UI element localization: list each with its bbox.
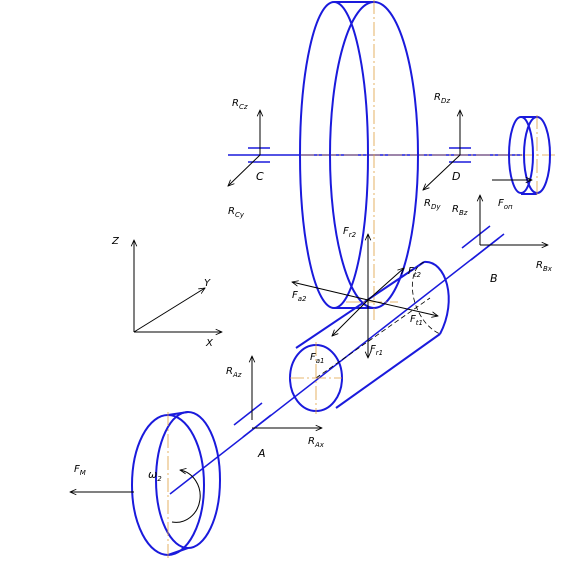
bearing-a [233,402,272,438]
vector-rcy [228,154,261,186]
y-axis [133,288,205,333]
label-fa2: Fa2 [292,290,307,303]
input-pulley-edges [167,411,189,556]
input-pulley [131,411,221,560]
label-rcz: RCz [232,98,248,111]
bearing-c [248,147,270,163]
label-raz: RAz [226,366,242,379]
label-omega: ω2 [148,468,162,483]
label-fr2: Fr2 [343,226,357,239]
vector-ft1 [332,299,369,336]
point-labels: C D B A [256,170,498,460]
input-pulley-front-face [155,411,221,549]
driven-gear-wheel [299,0,419,320]
input-shaft [169,225,505,495]
label-fr1: Fr1 [370,344,383,357]
pinion-right-face [423,260,450,335]
force-labels: RCz RCy RDz RDy Fоп RBz RBx Fr2 Fa2 Ft2 … [74,92,553,483]
force-vectors [70,110,548,492]
label-c: C [256,170,264,183]
label-d: D [452,170,460,183]
label-b: B [490,272,498,285]
pinion-axis-hidden [315,297,431,379]
label-rbz: RBz [452,204,468,217]
label-rcy: RCy [228,206,245,219]
coordinate-frame: Z Y X [111,236,222,349]
vector-ft2 [367,268,404,301]
label-ft2: Ft2 [408,266,422,279]
pinion-top-edge [295,261,425,349]
label-fon: Fоп [498,198,513,211]
label-rdz: RDz [434,92,450,105]
label-x: X [205,338,214,349]
pulley-back-face [508,116,534,194]
bearing-b [461,225,500,261]
pinion-bottom-edge [335,333,441,409]
pinion-cylinder [289,260,450,414]
label-rbx: RBx [536,260,553,273]
vector-rdy [423,154,461,190]
label-rax: RAx [308,436,325,449]
vector-fa2 [292,282,369,301]
label-ft1: Ft1 [410,314,423,327]
label-fa1: Fa1 [310,352,325,365]
label-rdy: RDy [424,198,441,211]
label-a: A [257,447,266,460]
label-fm: FM [74,464,86,477]
output-shaft [228,147,555,163]
label-z: Z [111,236,120,247]
rotation-arrow [171,470,201,523]
input-shaft-line [169,233,505,495]
gear-back-face [299,1,369,309]
output-pulley [508,115,551,196]
pinion-right-face-hidden [411,261,441,335]
label-y: Y [204,278,211,289]
vector-fa1 [367,299,438,316]
